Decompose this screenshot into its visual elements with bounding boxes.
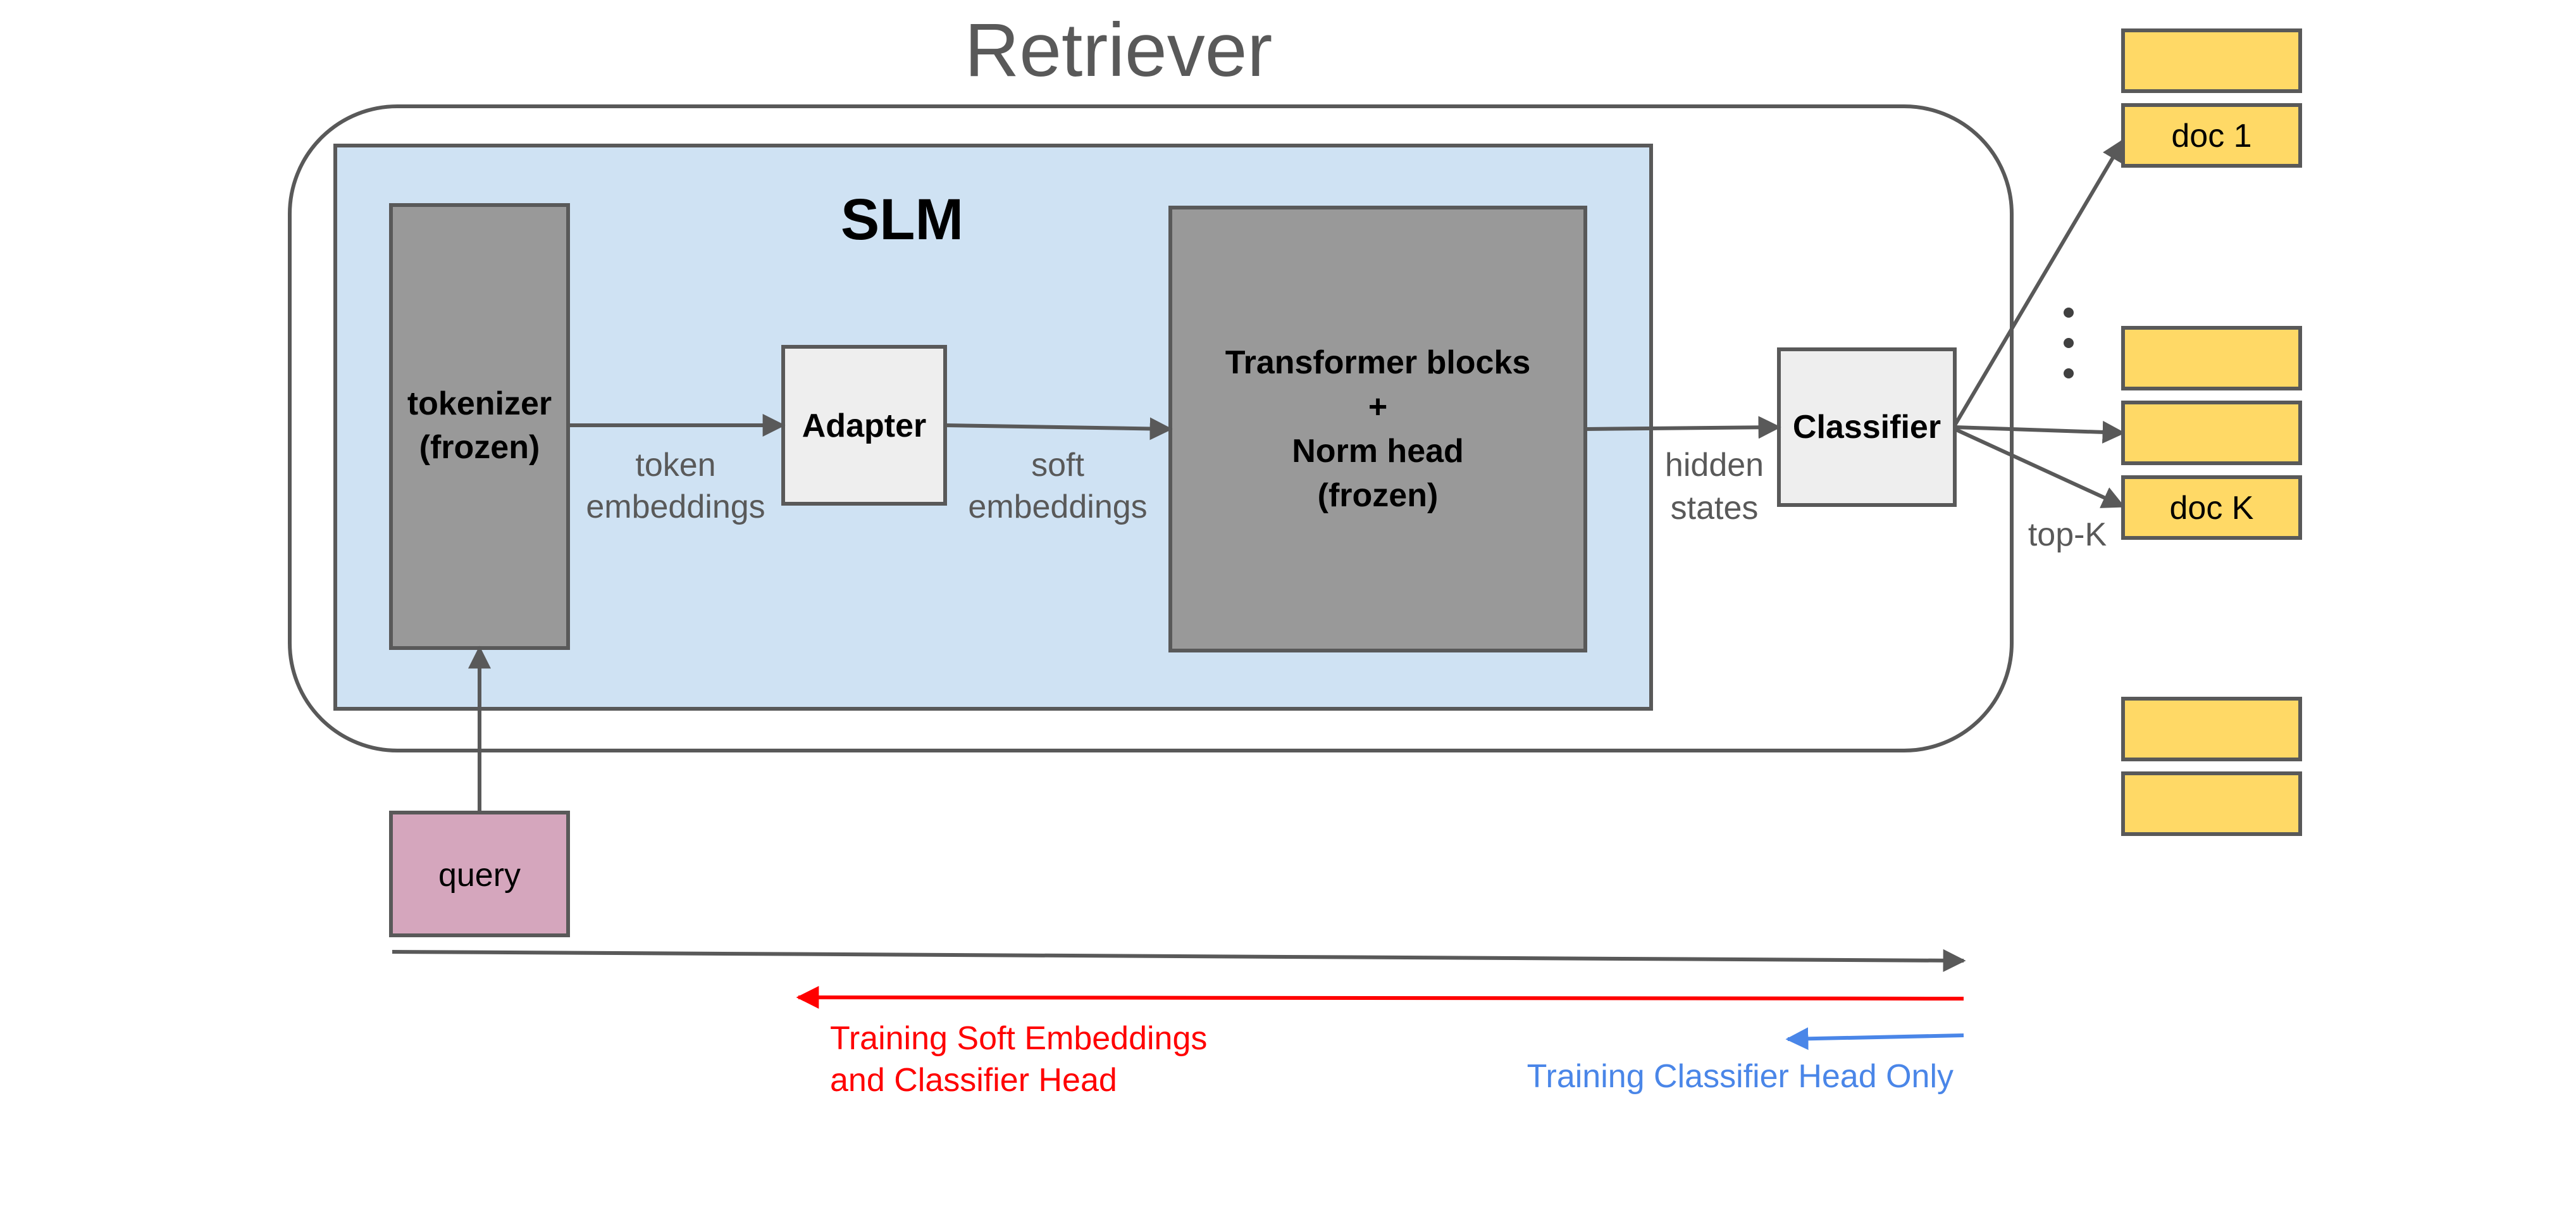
doc-item xyxy=(2121,475,2302,540)
adapter-to-transformer-arrow xyxy=(944,417,1173,440)
hidden-states-label-line1: hidden xyxy=(1665,447,1764,483)
query-box xyxy=(389,811,570,937)
soft-embeddings-label-line1: soft xyxy=(1031,447,1084,483)
training-classifier-only-label: Training Classifier Head Only xyxy=(1527,1058,1954,1095)
doc-item xyxy=(2121,771,2302,836)
doc-item xyxy=(2121,697,2302,761)
classifier-to-docK-arrow xyxy=(1954,427,2126,508)
doc1-label: doc 1 xyxy=(2171,118,2251,154)
query-label: query xyxy=(438,857,521,894)
soft-embeddings-label-line2: embeddings xyxy=(968,489,1147,525)
doc-item xyxy=(2121,28,2302,93)
transformer-to-classifier-arrow xyxy=(1585,416,1781,439)
adapter-box xyxy=(781,345,947,506)
transformer-label-line2: + xyxy=(1368,389,1387,425)
token-embeddings-label-line2: embeddings xyxy=(586,489,765,525)
forward-pass-arrow xyxy=(392,949,1966,972)
classifier-label: Classifier xyxy=(1793,409,1941,446)
transformer-label-line1: Transformer blocks xyxy=(1225,344,1531,381)
doc-item xyxy=(2121,103,2302,168)
classifier-to-doc-mid-arrow xyxy=(1954,420,2126,444)
classifier-box xyxy=(1777,347,1957,507)
docK-label: doc K xyxy=(2170,490,2254,527)
token-embeddings-label-line1: token xyxy=(635,447,715,483)
transformer-label-line3: Norm head xyxy=(1292,433,1464,470)
transformer-label-line4: (frozen) xyxy=(1318,477,1439,514)
tokenizer-box xyxy=(389,203,570,650)
retriever-title: Retriever xyxy=(965,8,1273,92)
ellipsis-dot xyxy=(2064,308,2074,318)
tokenizer-label-line1: tokenizer xyxy=(407,385,552,422)
adapter-label: Adapter xyxy=(802,408,926,444)
hidden-states-label-line2: states xyxy=(1671,490,1759,527)
ellipsis-dot xyxy=(2064,338,2074,348)
ellipsis-dot xyxy=(2064,368,2074,378)
training-soft-embeddings-label-line2: and Classifier Head xyxy=(830,1062,1117,1099)
training-soft-embeddings-arrow xyxy=(796,986,1964,1009)
tokenizer-label-line2: (frozen) xyxy=(419,429,540,466)
slm-title: SLM xyxy=(841,187,963,252)
training-classifier-only-arrow xyxy=(1785,1027,1964,1051)
top-k-label: top-K xyxy=(2028,516,2107,553)
transformer-box xyxy=(1168,206,1587,652)
doc-item xyxy=(2121,401,2302,465)
classifier-to-doc1-arrow xyxy=(1953,138,2125,427)
training-soft-embeddings-label-line1: Training Soft Embeddings xyxy=(830,1020,1207,1057)
doc-item xyxy=(2121,326,2302,390)
